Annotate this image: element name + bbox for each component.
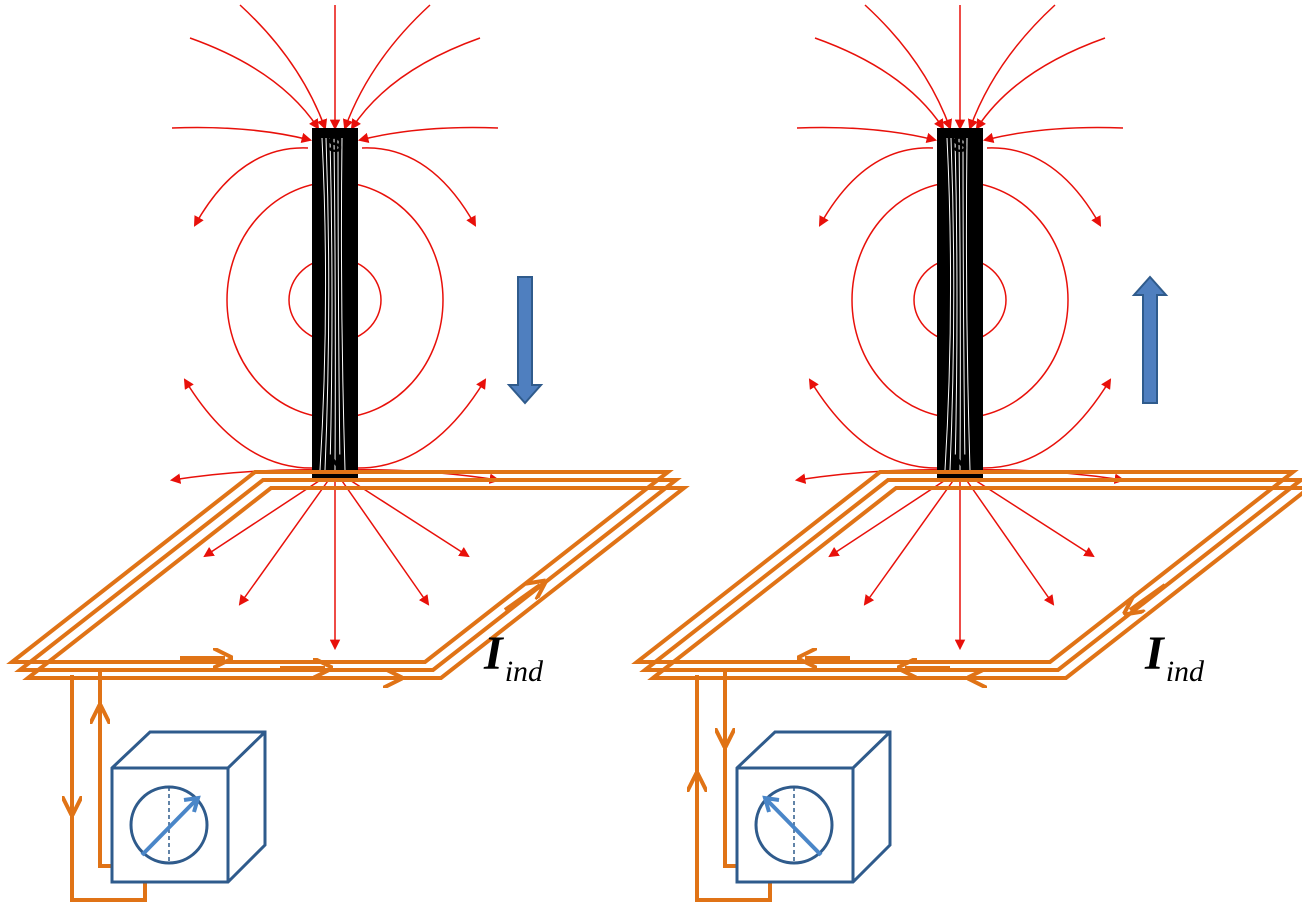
pole-label-bottom: N — [952, 450, 968, 475]
magnet-internal-line — [329, 137, 333, 471]
meter-box-edges — [737, 730, 892, 882]
magnet-internal-line — [954, 137, 958, 471]
field-line-bottom — [339, 477, 430, 606]
arrow-shape — [1131, 275, 1169, 404]
field-line-top — [814, 37, 945, 130]
field-line-outer — [354, 378, 487, 469]
field-line-top — [239, 4, 328, 130]
current-subscript: ind — [1165, 655, 1205, 688]
magnet-internal-line — [324, 137, 330, 471]
pole-label-top: S — [953, 132, 968, 157]
current-symbol: I — [1145, 627, 1164, 680]
field-line-bottom — [794, 468, 956, 484]
panel-magnet-down: SN — [6, 4, 690, 902]
induced-current-label-left: Iind — [484, 627, 543, 687]
induced-current-label-right: Iind — [1145, 627, 1204, 687]
coil-turn — [639, 478, 1302, 672]
field-line-outer — [361, 147, 477, 227]
current-direction-arrow — [503, 585, 540, 612]
magnet-internal-line — [965, 137, 971, 471]
magnet-internal-line — [340, 137, 346, 471]
field-line-outer — [183, 378, 316, 469]
field-line-top — [171, 126, 313, 144]
coil-turn — [14, 478, 682, 672]
field-line-outer — [193, 147, 309, 227]
field-line-bottom — [238, 477, 331, 606]
motion-arrow-down — [506, 276, 544, 405]
current-subscript: ind — [504, 655, 544, 688]
magnet-internal-line — [337, 137, 341, 471]
motion-arrow-up — [1131, 275, 1169, 404]
current-symbol: I — [484, 627, 503, 680]
meter-needle — [140, 798, 198, 857]
field-line-outer — [979, 378, 1112, 469]
field-line-top — [864, 4, 953, 130]
field-line-bottom — [169, 468, 331, 484]
magnet-internal-line — [319, 137, 327, 471]
magnet-internal-line — [958, 137, 961, 471]
current-direction-arrow — [1130, 583, 1167, 610]
field-line-bottom — [863, 477, 956, 606]
field-line-top — [189, 37, 320, 130]
galvanometer — [735, 730, 892, 884]
meter-needle-head — [762, 795, 780, 813]
coil-turn — [22, 486, 690, 680]
field-line-top — [796, 126, 938, 144]
meter-needle-head — [183, 795, 201, 813]
field-line-top — [350, 37, 481, 130]
field-lines — [794, 4, 1126, 651]
magnet-internal-line — [333, 137, 336, 471]
field-line-top — [342, 4, 431, 130]
field-line-bottom — [964, 477, 1055, 606]
magnet-internal-line — [962, 137, 966, 471]
coil-turn — [647, 486, 1302, 680]
galvanometer — [110, 730, 267, 884]
magnet-internal-line — [949, 137, 955, 471]
field-line-top — [357, 126, 499, 144]
arrow-shape — [506, 276, 544, 405]
pole-label-top: S — [328, 132, 343, 157]
meter-needle — [765, 798, 823, 857]
bar-magnet: SN — [937, 128, 983, 478]
magnet-internal-line — [944, 137, 952, 471]
field-line-outer — [818, 147, 934, 227]
field-line-top — [967, 4, 1056, 130]
field-line-outer — [808, 378, 941, 469]
coil-turn — [6, 470, 674, 664]
field-line-top — [982, 126, 1124, 144]
meter-box-edges — [112, 730, 267, 882]
field-line-top — [975, 37, 1106, 130]
bar-magnet: SN — [312, 128, 358, 478]
panel-magnet-up: SN — [631, 4, 1302, 902]
field-lines — [169, 4, 501, 651]
field-line-outer — [986, 147, 1102, 227]
pole-label-bottom: N — [327, 450, 343, 475]
